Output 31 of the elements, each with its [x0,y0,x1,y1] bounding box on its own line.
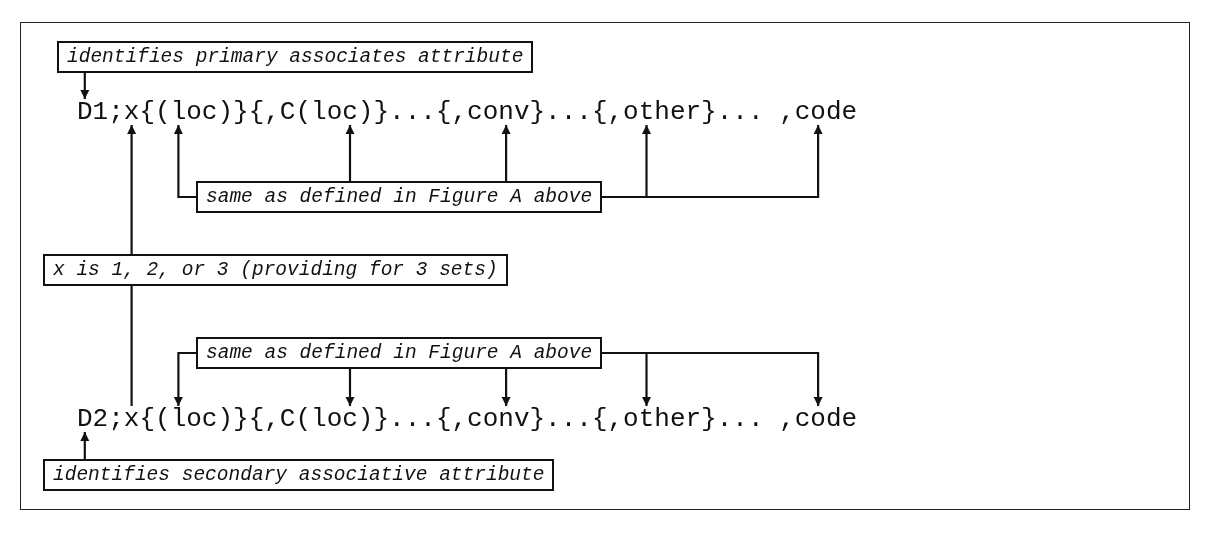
syntax-token: x [123,99,140,125]
syntax-token: {,other}... [591,406,764,432]
callout-box: same as defined in Figure A above [196,337,603,369]
callout-box: x is 1, 2, or 3 (providing for 3 sets) [43,254,508,286]
leader-line [501,125,511,181]
leader-line [501,369,511,406]
leader-line [130,286,133,406]
syntax-token: {,other}... [591,99,764,125]
syntax-token: {(loc)} [139,99,249,125]
leader-line [173,351,196,406]
syntax-token: {,conv}... [435,406,592,432]
syntax-token: {,C(loc)}... [248,99,436,125]
syntax-token: D1; [77,99,124,125]
syntax-token: D2; [77,406,124,432]
leader-line [173,125,196,199]
syntax-token: {(loc)} [139,406,249,432]
leader-line [345,125,355,181]
leader-line [80,432,90,459]
syntax-token: x [123,406,140,432]
callout-box: identifies primary associates attribute [57,41,534,73]
leader-line [127,125,137,254]
leader-line [602,125,823,199]
syntax-token: {,C(loc)}... [248,406,436,432]
leader-line [80,73,90,99]
syntax-token: ,code [779,406,858,432]
syntax-token: {,conv}... [435,99,592,125]
leader-line [345,369,355,406]
syntax-token: ,code [779,99,858,125]
callout-box: identifies secondary associative attribute [43,459,555,491]
leader-line [602,351,823,406]
callout-box: same as defined in Figure A above [196,181,603,213]
